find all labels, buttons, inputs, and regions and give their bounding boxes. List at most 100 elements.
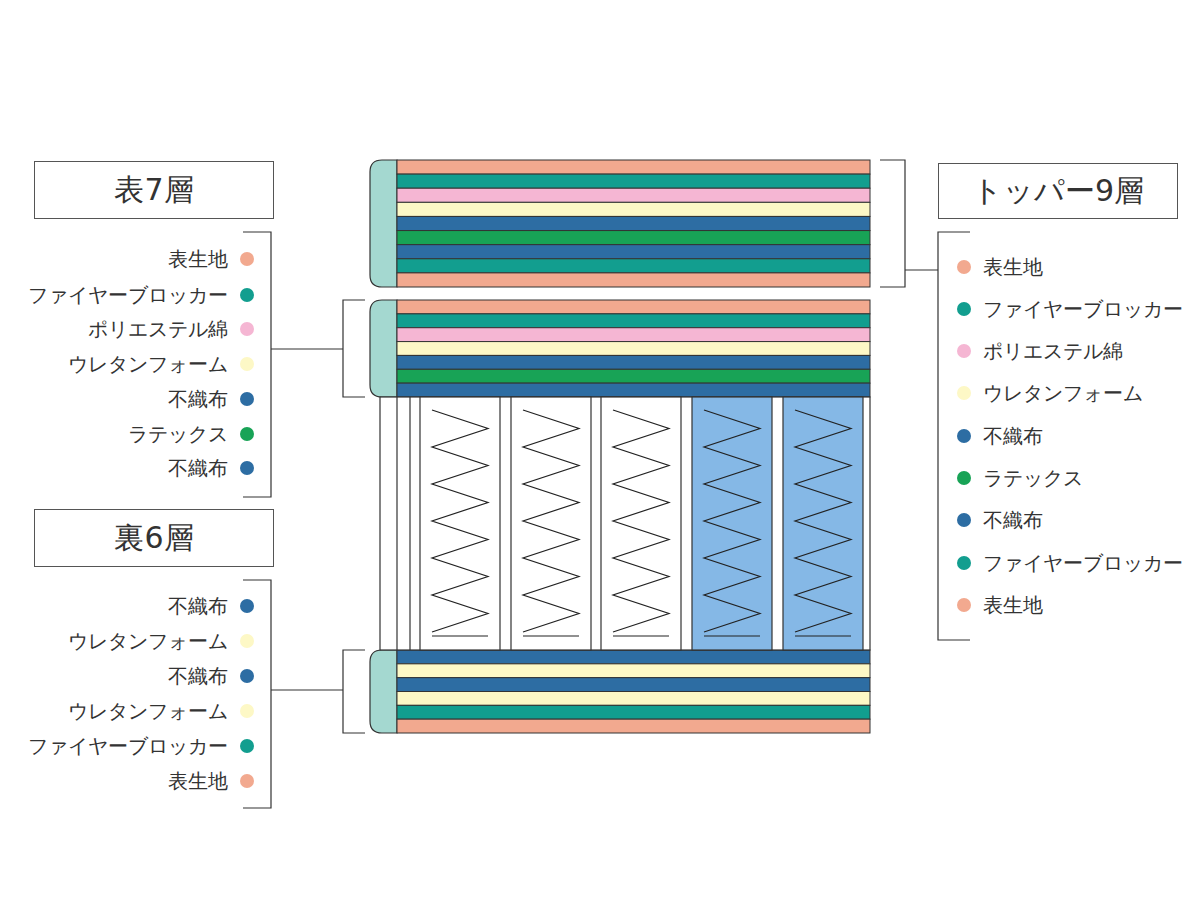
layer-legend-row: 不織布 [168,662,254,690]
heading-box: 表7層 [34,161,274,219]
layer-name: ファイヤーブロッカー [983,550,1183,577]
layer-name: ファイヤーブロッカー [28,282,228,309]
layer-name: ウレタンフォーム [68,628,228,655]
layer-legend-row: 表生地 [957,253,1043,281]
layer-name: 表生地 [983,592,1043,619]
layer-legend-row: 表生地 [168,767,254,795]
layer-bracket [880,160,905,287]
layer-legend-row: 表生地 [168,245,254,273]
layer-name: ポリエステル綿 [983,338,1123,365]
frame-post [396,397,397,650]
heading-text: 裏6層 [114,518,193,559]
color-dot [957,302,971,316]
color-dot [240,392,254,406]
layer-band [397,314,870,328]
color-dot [957,556,971,570]
color-dot [240,774,254,788]
layer-bracket [343,650,365,733]
layer-legend-row: ラテックス [128,420,254,448]
layer-legend-row: 不織布 [957,422,1043,450]
leader-line [271,348,343,349]
layer-name: 不織布 [168,663,228,690]
layer-band [397,383,870,397]
layer-band [397,705,870,719]
coil-spring [613,410,669,632]
layer-name: 不織布 [983,507,1043,534]
layer-name: ウレタンフォーム [68,698,228,725]
pocket-coil [783,397,863,650]
layer-name: 表生地 [168,246,228,273]
layer-name: 不織布 [983,423,1043,450]
layer-band [397,355,870,369]
layer-band [397,678,870,692]
pocket-coil [692,397,772,650]
layer-name: ウレタンフォーム [983,380,1143,407]
color-dot [240,357,254,371]
layer-band [397,273,870,287]
layer-name: 不織布 [168,455,228,482]
layer-legend-row: ウレタンフォーム [68,627,254,655]
color-dot [240,739,254,753]
layer-legend-row: ポリエステル綿 [88,315,254,343]
layer-name: 表生地 [168,768,228,795]
coil-base [704,635,760,636]
side-cap [370,300,397,397]
layer-name: ラテックス [128,421,228,448]
layer-band [397,719,870,733]
layer-band [397,664,870,678]
color-dot [240,427,254,441]
layer-band [397,342,870,356]
color-dot [957,344,971,358]
heading-text: 表7層 [114,170,193,211]
brackets [243,160,970,808]
coil-spring [523,410,579,632]
color-dot [240,669,254,683]
layer-name: ウレタンフォーム [68,351,228,378]
coil-base [523,635,579,636]
layer-legend-row: 不織布 [168,385,254,413]
layer-band [397,216,870,230]
layer-name: 不織布 [168,386,228,413]
coil-base [432,635,488,636]
layer-band [397,202,870,216]
layer-band [397,245,870,259]
color-dot [240,461,254,475]
color-dot [957,598,971,612]
color-dot [957,386,971,400]
color-dot [957,429,971,443]
coil-spring [704,410,760,632]
list-bracket [938,232,970,640]
layer-legend-row: ポリエステル綿 [957,337,1123,365]
layer-band [397,650,870,664]
layer-name: ファイヤーブロッカー [28,733,228,760]
color-dot [957,471,971,485]
color-dot [240,634,254,648]
frame-post [409,397,410,650]
color-dot [240,288,254,302]
pocket-coil [420,397,500,650]
layer-band [397,692,870,706]
side-cap [370,160,397,287]
coil-base [795,635,851,636]
color-dot [240,252,254,266]
layer-name: ポリエステル綿 [88,316,228,343]
heading-box: トッパー9層 [938,163,1178,219]
layer-legend-row: ファイヤーブロッカー [957,549,1183,577]
layer-bracket [343,300,365,397]
layer-band [397,231,870,245]
leader-line [905,269,938,270]
layer-band [397,160,870,174]
heading-text: トッパー9層 [972,171,1144,212]
layer-legend-row: ファイヤーブロッカー [28,281,254,309]
heading-box: 裏6層 [34,509,274,567]
layer-legend-row: ウレタンフォーム [68,697,254,725]
coil-spring [432,410,488,632]
color-dot [957,513,971,527]
layer-legend-row: 不織布 [168,454,254,482]
layer-legend-row: 不織布 [957,506,1043,534]
coil-spring [795,410,851,632]
layer-legend-row: ラテックス [957,464,1083,492]
